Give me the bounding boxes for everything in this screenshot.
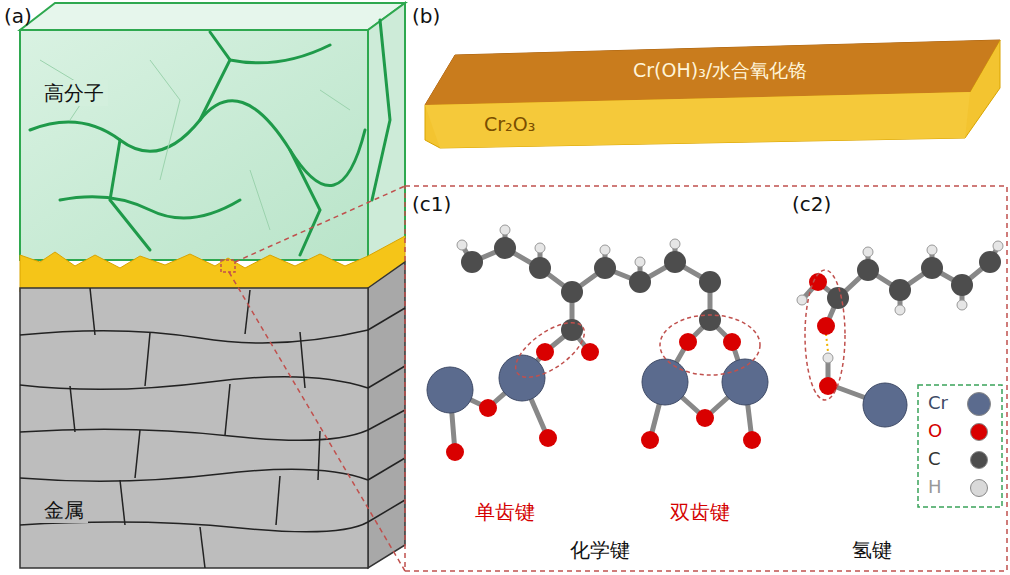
legend-swatch: [970, 479, 988, 497]
bond-label: 单齿键: [475, 500, 535, 524]
bond-label: 氢键: [852, 538, 892, 562]
legend-text: C: [928, 448, 941, 470]
panel-letter: (c2): [792, 192, 831, 216]
oxide-layer: Cr₂O₃: [430, 104, 590, 144]
node-label: 高分子: [40, 80, 108, 106]
panel-letter: (c1): [412, 192, 451, 216]
metal-block: 金属: [20, 292, 368, 565]
panel-letter: (b): [412, 4, 440, 28]
legend-swatch: [970, 451, 988, 469]
legend-text: Cr: [928, 392, 948, 414]
bond-label: 化学键: [570, 538, 630, 562]
node-label: 金属: [40, 497, 88, 523]
node-label: Cr₂O₃: [484, 113, 535, 136]
panel-letter: (a): [4, 4, 32, 28]
legend-swatch: [967, 392, 991, 416]
node-label: Cr(OH)₃/水合氧化铬: [633, 59, 807, 82]
legend-swatch: [970, 423, 988, 441]
legend-text: O: [928, 420, 942, 442]
hydroxide-layer: Cr(OH)₃/水合氧化铬: [460, 48, 980, 92]
legend-text: H: [928, 476, 942, 498]
polymer-block: 高分子: [20, 30, 368, 255]
bond-label: 双齿键: [670, 500, 730, 524]
